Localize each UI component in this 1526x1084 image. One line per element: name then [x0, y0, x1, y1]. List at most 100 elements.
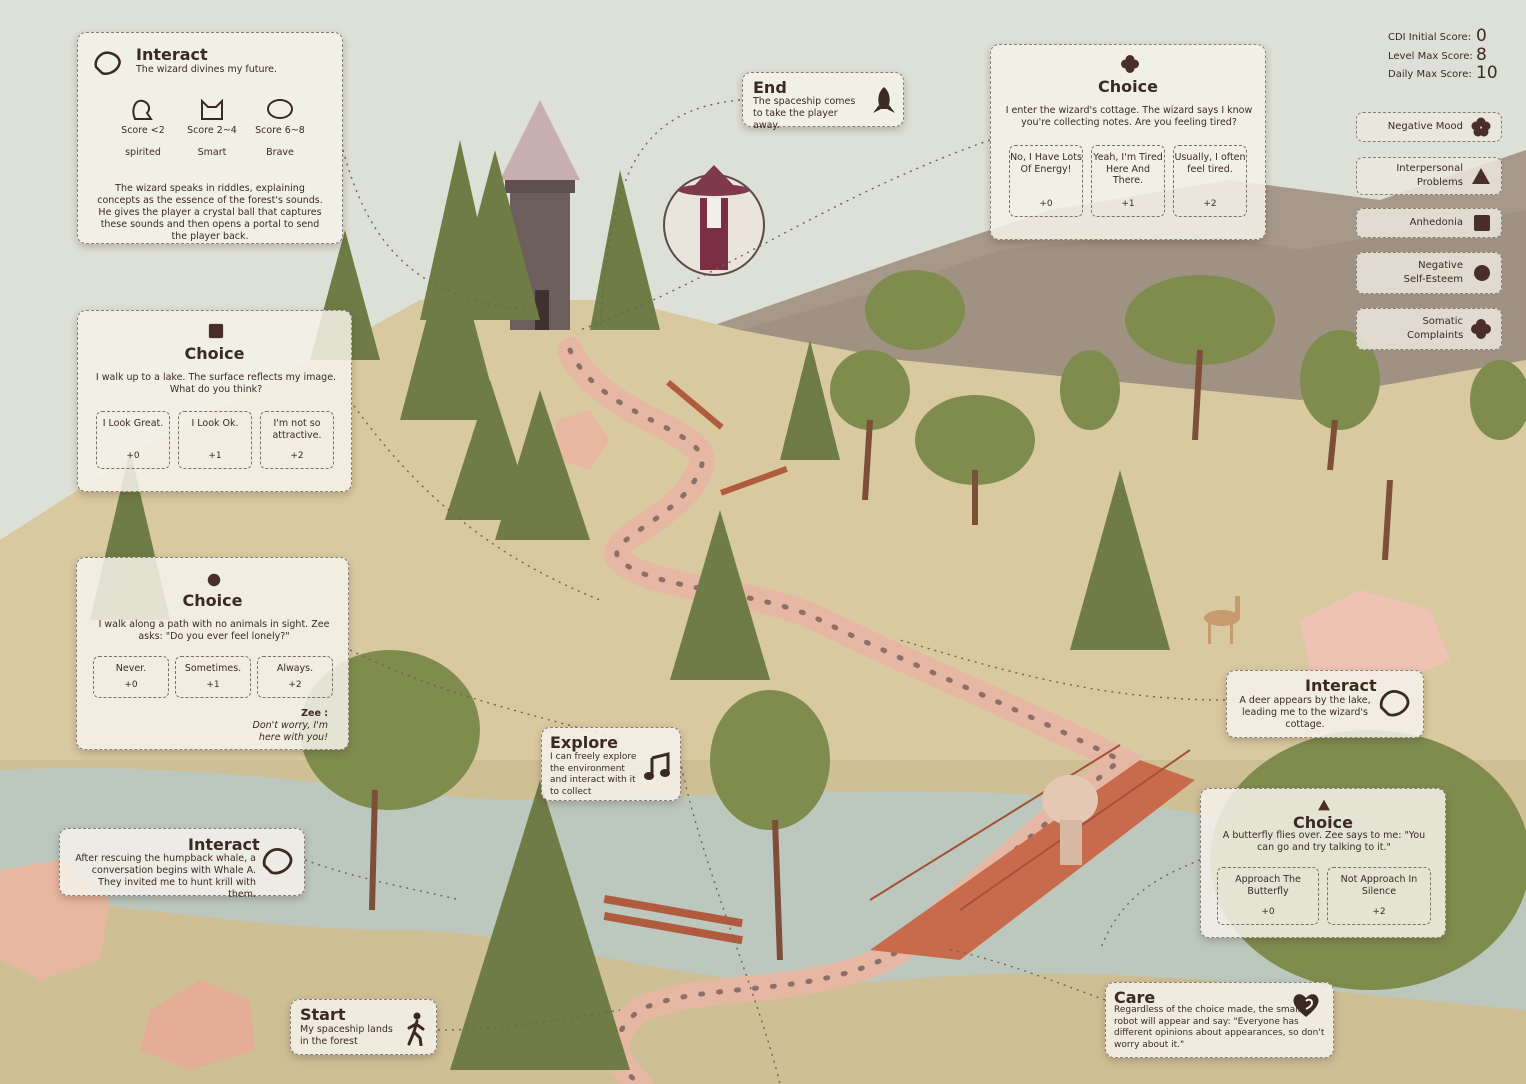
category-anhedonia[interactable]: Anhedonia: [1356, 208, 1502, 238]
card-prompt: I enter the wizard's cottage. The wizard…: [1005, 105, 1253, 128]
wizard-tower[interactable]: [500, 100, 580, 330]
fence: [603, 380, 788, 945]
option-text: No, I Have Lots Of Energy!: [1010, 152, 1082, 175]
outcome-smart: Score 2~4 Smart: [184, 95, 240, 159]
card-body: The wizard speaks in riddles, explaining…: [97, 183, 323, 242]
outcome-score: Score <2: [121, 125, 165, 136]
deer[interactable]: [1204, 596, 1240, 644]
category-negative-mood[interactable]: Negative Mood: [1356, 112, 1502, 142]
score-label: CDI Initial Score:: [1388, 32, 1472, 43]
outcome-trait: Smart: [197, 147, 227, 158]
category-label: Interpersonal Problems: [1396, 163, 1463, 188]
rock: [140, 980, 255, 1070]
outcome-trait: Brave: [266, 147, 294, 158]
score-value: 0: [1476, 26, 1487, 46]
option-text: Approach The Butterfly: [1235, 874, 1301, 897]
card-body: The spaceship comes to take the player a…: [753, 96, 856, 131]
level-max-score: Level Max Score: 8: [1388, 45, 1487, 65]
card-title: Choice: [1293, 813, 1353, 832]
card-title: Explore: [550, 733, 618, 752]
outcome-score: Score 6~8: [255, 125, 305, 136]
category-interpersonal-problems[interactable]: Interpersonal Problems: [1356, 157, 1502, 195]
card-title: Choice: [182, 591, 243, 610]
tree-trunks: [369, 349, 1393, 961]
choice-option-3[interactable]: I'm not so attractive.+2: [260, 411, 334, 469]
card-subtitle: The wizard divines my future.: [136, 64, 278, 75]
rock: [1300, 590, 1450, 690]
choice-option-2[interactable]: Sometimes. +1: [175, 656, 251, 698]
card-body: My spaceship lands in the forest: [300, 1024, 393, 1047]
outcome-brave: Score 6~8 Brave: [252, 95, 308, 159]
card-title: Choice: [184, 344, 245, 363]
flower-icon: [1471, 117, 1491, 137]
score-label: Daily Max Score:: [1388, 69, 1472, 80]
card-prompt: I walk along a path with no animals in s…: [98, 619, 330, 642]
care-card[interactable]: Care Regardless of the choice made, the …: [1105, 982, 1334, 1058]
cat-icon: [201, 98, 223, 120]
interact-wizard-card[interactable]: Interact The wizard divines my future. S…: [77, 32, 343, 244]
clover-icon: [1471, 319, 1491, 339]
card-body: Regardless of the choice made, the small…: [1114, 1005, 1325, 1050]
option-text: I'm not so attractive.: [272, 418, 322, 441]
heart-hand-icon: [1293, 994, 1319, 1017]
choice-lake-card[interactable]: Choice I walk up to a lake. The surface …: [77, 310, 352, 492]
interact-deer-card[interactable]: Interact A deer appears by the lake, lea…: [1226, 670, 1424, 738]
choice-option-3[interactable]: Always.+2: [257, 656, 333, 698]
card-title: Start: [300, 1005, 346, 1024]
wizard-portrait[interactable]: [663, 165, 765, 276]
square-icon: [208, 323, 224, 339]
choice-option-1[interactable]: Never. +0: [93, 656, 169, 698]
walking-path: [557, 337, 1144, 1084]
option-text: Sometimes.: [184, 663, 242, 674]
option-points: +2: [1203, 198, 1217, 209]
choice-butterfly-card[interactable]: Choice A butterfly flies over. Zee says …: [1200, 788, 1446, 938]
music-note-icon: [644, 752, 670, 780]
option-points: +1: [208, 450, 222, 461]
clover-icon: [1121, 55, 1139, 73]
score-value: 8: [1476, 45, 1487, 65]
card-body: After rescuing the humpback whale, a con…: [75, 853, 256, 900]
option-points: +0: [126, 450, 140, 461]
card-title: End: [753, 78, 787, 97]
choice-option-1[interactable]: Approach The Butterfly +0: [1217, 867, 1319, 925]
reply-speaker: Zee :: [301, 708, 328, 719]
option-text: Not Approach In Silence: [1340, 874, 1418, 897]
pine-trees: [90, 140, 1170, 1070]
start-card[interactable]: Start My spaceship lands in the forest: [290, 999, 437, 1055]
choice-cottage-card[interactable]: Choice I enter the wizard's cottage. The…: [990, 44, 1266, 240]
category-somatic-complaints[interactable]: Somatic Complaints: [1356, 308, 1502, 350]
card-title: Care: [1114, 988, 1156, 1007]
card-title: Interact: [136, 45, 208, 64]
option-text: Never.: [115, 663, 147, 674]
choice-option-3[interactable]: Usually, I often feel tired. +2: [1173, 145, 1247, 217]
score-label: Level Max Score:: [1388, 51, 1473, 62]
card-prompt: I walk up to a lake. The surface reflect…: [95, 372, 337, 395]
outcome-trait: spirited: [125, 147, 161, 158]
interact-whale-card[interactable]: Interact After rescuing the humpback wha…: [59, 828, 305, 900]
connector-lines: [304, 99, 1226, 1084]
category-negative-self-esteem[interactable]: Negative Self-Esteem: [1356, 252, 1502, 294]
rocket-icon: [873, 87, 895, 113]
choice-option-1[interactable]: I Look Great.+0: [96, 411, 170, 469]
triangle-icon: [1318, 799, 1330, 811]
choice-option-1[interactable]: No, I Have Lots Of Energy! +0: [1009, 145, 1083, 217]
pig-icon: [267, 99, 293, 119]
squirrel-icon: [132, 99, 153, 120]
option-points: +2: [1372, 906, 1386, 917]
score-value: 10: [1476, 63, 1498, 83]
option-points: +0: [1039, 198, 1053, 209]
option-points: +0: [124, 679, 138, 690]
option-text: I Look Ok.: [191, 418, 239, 429]
option-points: +1: [206, 679, 220, 690]
choice-option-2[interactable]: Not Approach In Silence +2: [1327, 867, 1431, 925]
category-label: Negative Mood: [1387, 121, 1463, 132]
option-points: +0: [1261, 906, 1275, 917]
choice-option-2[interactable]: Yeah, I'm Tired Here And There.+1: [1091, 145, 1165, 217]
option-text: Yeah, I'm Tired Here And There.: [1093, 152, 1163, 186]
end-card[interactable]: End The spaceship comes to take the play…: [742, 72, 904, 131]
player-character[interactable]: [1042, 775, 1098, 865]
explore-card[interactable]: Explore I can freely explore the environ…: [541, 727, 681, 801]
option-text: Usually, I often feel tired.: [1174, 152, 1246, 175]
choice-path-card[interactable]: Choice I walk along a path with no anima…: [76, 557, 349, 750]
choice-option-2[interactable]: I Look Ok. +1: [178, 411, 252, 469]
